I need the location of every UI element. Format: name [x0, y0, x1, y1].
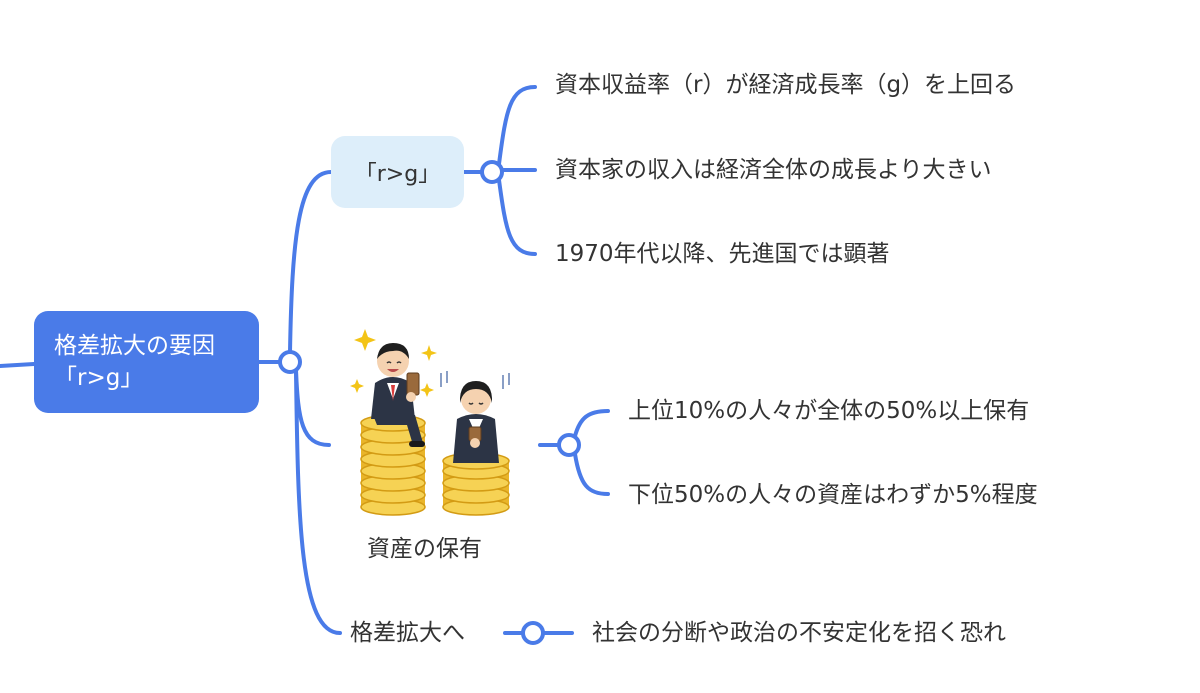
- hub-widening: [521, 621, 545, 645]
- edge-hub-assets: [294, 368, 331, 447]
- hub-rg: [480, 160, 504, 184]
- edge-assets-item2: [573, 452, 610, 496]
- root-title-line2: 「r>g」: [54, 365, 144, 391]
- businesspeople-coins-image: [350, 329, 510, 516]
- rg-item-1[interactable]: 資本収益率（r）が経済成長率（g）を上回る: [555, 72, 1017, 98]
- root-node[interactable]: 格差拡大の要因 「r>g」: [34, 311, 259, 413]
- root-title-line1: 格差拡大の要因: [54, 333, 215, 359]
- assets-item-2[interactable]: 下位50%の人々の資産はわずか5%程度: [628, 482, 1038, 508]
- rg-item-3[interactable]: 1970年代以降、先進国では顕著: [555, 241, 890, 267]
- edge-assets-item1: [573, 409, 610, 438]
- edge-rg-item3: [497, 178, 537, 256]
- hub-root: [278, 350, 302, 374]
- assets-item-1[interactable]: 上位10%の人々が全体の50%以上保有: [628, 398, 1030, 424]
- branch-widening-label[interactable]: 格差拡大へ: [350, 620, 465, 646]
- branch-rg-label: 「r>g」: [354, 162, 441, 187]
- edge-incoming: [0, 362, 36, 368]
- rg-item-2[interactable]: 資本家の収入は経済全体の成長より大きい: [555, 157, 992, 183]
- edge-hub-rg: [288, 170, 333, 354]
- branch-assets-label[interactable]: 資産の保有: [367, 536, 482, 562]
- hub-assets: [557, 433, 581, 457]
- edge-hub-widening: [294, 370, 342, 635]
- branch-rg-node[interactable]: 「r>g」: [331, 136, 464, 208]
- widening-item[interactable]: 社会の分断や政治の不安定化を招く恐れ: [592, 620, 1006, 646]
- edge-rg-item1: [497, 85, 537, 166]
